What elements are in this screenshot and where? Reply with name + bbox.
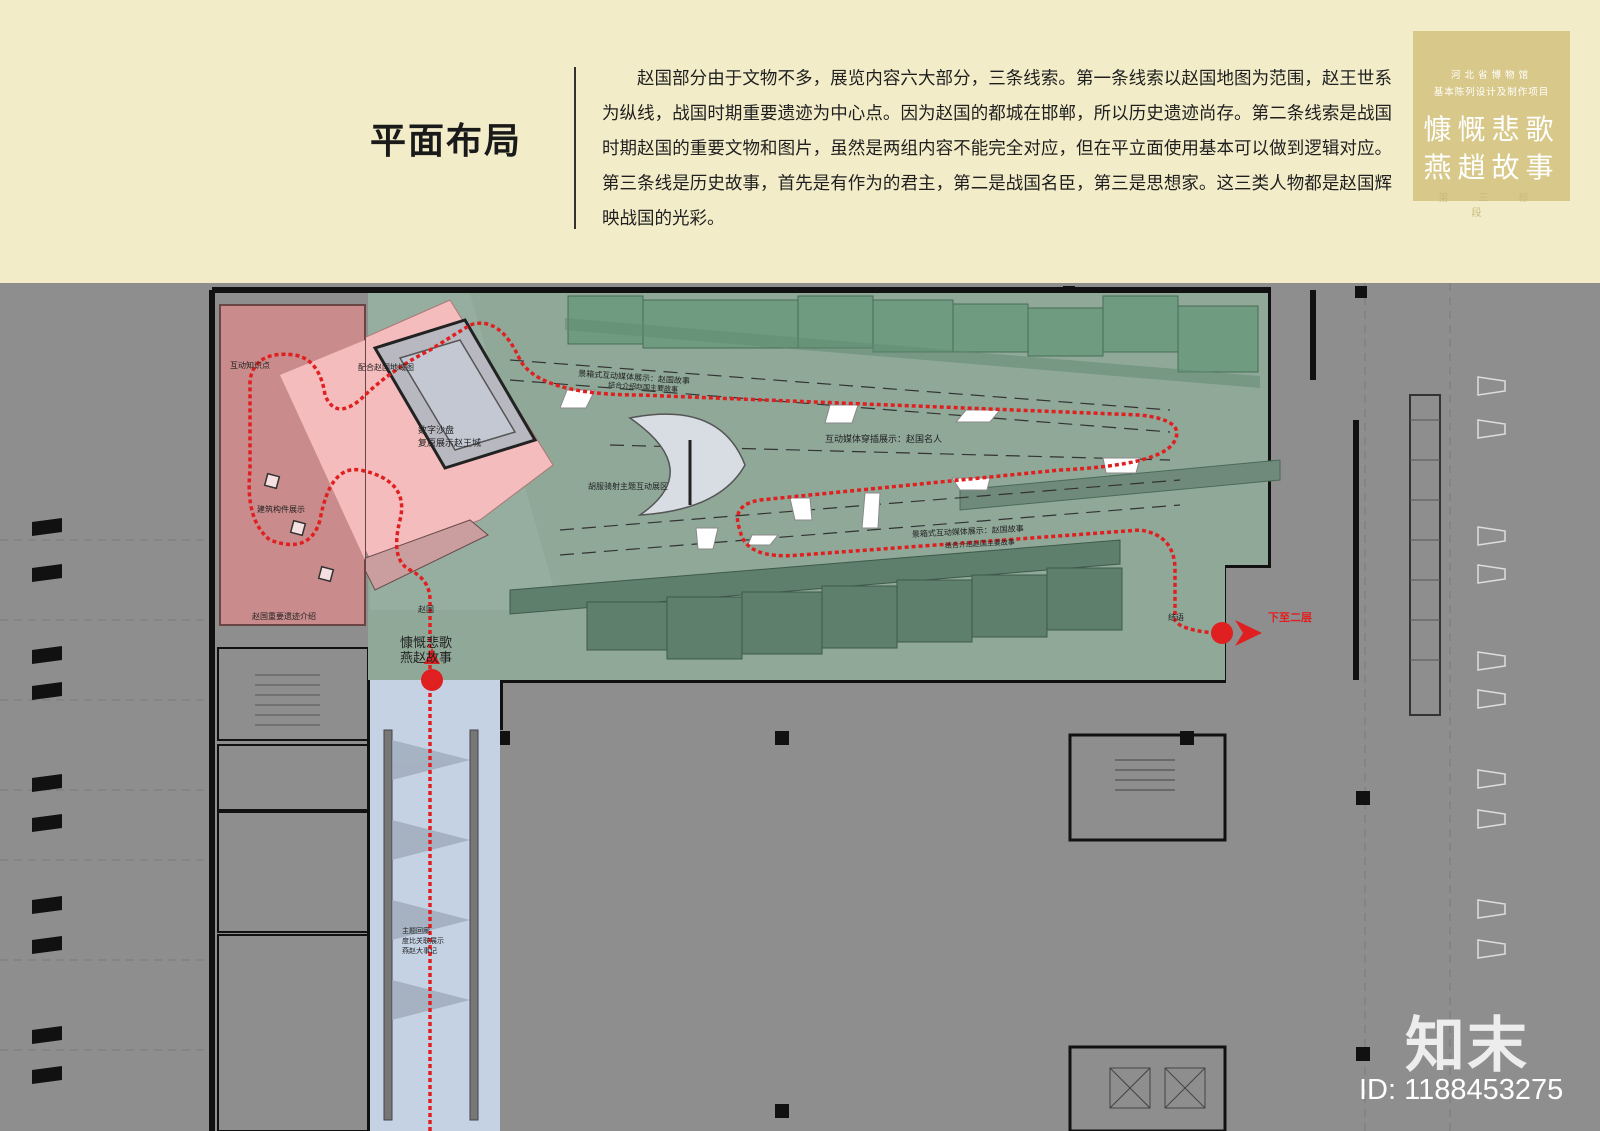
label-famous-people: 互动媒体穿插展示：赵国名人 — [825, 433, 942, 445]
badge-main-line1: 慷慨悲歌 — [1423, 113, 1560, 146]
escalator-steps — [1410, 419, 1440, 661]
route-start-dot — [421, 669, 443, 691]
route-end-dot — [1211, 622, 1233, 644]
route-start-arrow — [424, 648, 440, 664]
label-corridor-1: 主题回廊 — [402, 926, 430, 935]
label-sand-table-1: 数字沙盘 — [418, 424, 454, 436]
structure — [496, 286, 1370, 1118]
project-badge: 河北省博物馆 基本陈列设计及制作项目 慷慨悲歌 燕趙故事 — [1413, 31, 1570, 201]
left-markers — [32, 518, 62, 1084]
label-sand-table-2: 复原展示赵王城 — [418, 437, 481, 449]
display-wall-upper — [565, 318, 1260, 388]
service-rooms — [217, 647, 369, 1131]
display-cases-lower — [509, 539, 1123, 660]
intro-paragraph: 赵国部分由于文物不多，展览内容六大部分，三条线索。第一条线索以赵国地图为范围，赵… — [602, 69, 1392, 229]
label-zhao: 赵国 — [418, 604, 434, 614]
label-corridor-3: 燕赵大事记 — [402, 946, 437, 955]
badge-top: 河北省博物馆 基本陈列设计及制作项目 — [1413, 67, 1570, 101]
badge-main: 慷慨悲歌 燕趙故事 — [1413, 111, 1570, 187]
badge-bottom: 第三标段 — [1438, 193, 1559, 219]
badge-top-line1: 河北省博物馆 — [1450, 70, 1532, 81]
crescent-display — [628, 413, 746, 516]
label-map-match: 配合赵国地域图 — [358, 362, 414, 372]
label-interactive-point: 互动知识点 — [230, 360, 270, 370]
label-entrance-title-2: 燕赵故事 — [400, 651, 452, 666]
route-end-arrow — [1235, 620, 1262, 646]
badge-main-line2: 燕趙故事 — [1423, 151, 1560, 184]
label-key-sites: 赵国重要遗迹介绍 — [252, 611, 316, 621]
title-divider — [574, 67, 576, 229]
watermark-brand: 知末 — [1405, 1011, 1529, 1081]
sand-table-inner — [398, 339, 517, 451]
label-conclusion: 结语 — [1168, 612, 1184, 622]
visitor-route — [247, 321, 1216, 1131]
sand-table-ramp — [359, 519, 489, 591]
rose-room-overlap — [280, 340, 365, 560]
stair-lines — [255, 674, 320, 726]
label-building-parts: 建筑构件展示 — [257, 504, 305, 514]
floor-plan: 互动知识点 配合赵国地域图 数字沙盘 复原展示赵王城 建筑构件展示 赵国重要遗迹… — [0, 283, 1506, 1131]
label-story-lower-2: 结合介绍赵国主要故事 — [945, 537, 1015, 550]
label-entrance-title-1: 慷慨悲歌 — [400, 635, 452, 651]
right-markers — [1477, 376, 1506, 959]
label-to-second-floor: 下至二层 — [1268, 611, 1312, 624]
label-corridor-2: 度比关联展示 — [402, 936, 444, 945]
showcase-boxes — [263, 472, 335, 583]
right-core — [1068, 733, 1227, 1131]
label-hufu-zone: 胡服骑射主题互动展区 — [588, 481, 668, 491]
right-core-detail — [1109, 759, 1206, 1109]
escalator — [1409, 394, 1441, 716]
watermark-id: ID: 1188453275 — [1359, 1074, 1564, 1106]
page-title: 平面布局 — [370, 120, 523, 162]
badge-top-line2: 基本陈列设计及制作项目 — [1433, 87, 1550, 98]
header-panel — [0, 0, 1600, 283]
